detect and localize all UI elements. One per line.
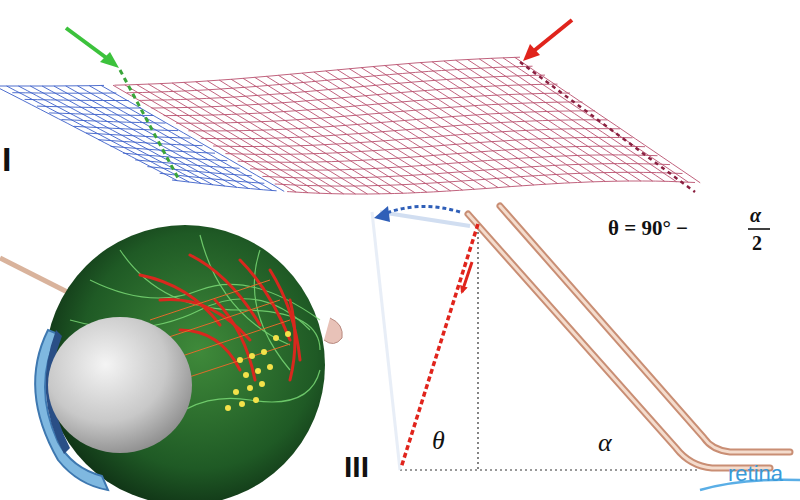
- mesh-line: [164, 93, 570, 116]
- lens: [48, 317, 192, 453]
- angle-label: θ: [432, 428, 445, 454]
- mesh-line: [287, 181, 695, 194]
- mesh-line: [25, 99, 129, 100]
- mesh-line: [139, 75, 545, 100]
- mesh-line: [0, 85, 104, 87]
- mesh-line: [172, 180, 277, 191]
- mesh-line: [250, 155, 657, 170]
- formula-denominator: 2: [752, 233, 762, 253]
- mesh-grid: [0, 57, 700, 194]
- mesh-line: [275, 172, 683, 186]
- mesh-line: [37, 106, 141, 108]
- mesh-line: [147, 167, 252, 176]
- red-arrow: [530, 20, 572, 54]
- green-arrowhead: [100, 52, 119, 68]
- formula-numerator: α: [750, 205, 761, 225]
- eyeball: [45, 225, 325, 500]
- red-arrowhead: [523, 44, 540, 61]
- mesh-line: [61, 120, 165, 124]
- mesh-line: [213, 129, 620, 147]
- mesh-line: [54, 86, 237, 187]
- mesh-line: [123, 153, 227, 161]
- mesh-line: [86, 133, 190, 138]
- eye-illustration: [0, 225, 342, 500]
- formula: θ = 90° −: [608, 218, 688, 239]
- edge-line: [520, 62, 695, 192]
- mesh-line: [49, 113, 153, 116]
- angle-label: α: [598, 430, 612, 456]
- mesh-line: [127, 66, 533, 93]
- mesh-line: [74, 126, 178, 130]
- panel-label: III: [344, 452, 369, 482]
- boundary-line: [120, 70, 178, 178]
- retina-label: retina: [728, 463, 783, 485]
- mesh-line: [98, 140, 202, 146]
- mesh-line: [225, 137, 632, 154]
- mesh-line: [12, 92, 116, 94]
- mesh-line: [238, 146, 645, 162]
- angle-diagram: [372, 206, 800, 490]
- panel-label: I: [2, 142, 11, 176]
- optic-nerve: [324, 318, 342, 344]
- mesh-line: [262, 164, 670, 179]
